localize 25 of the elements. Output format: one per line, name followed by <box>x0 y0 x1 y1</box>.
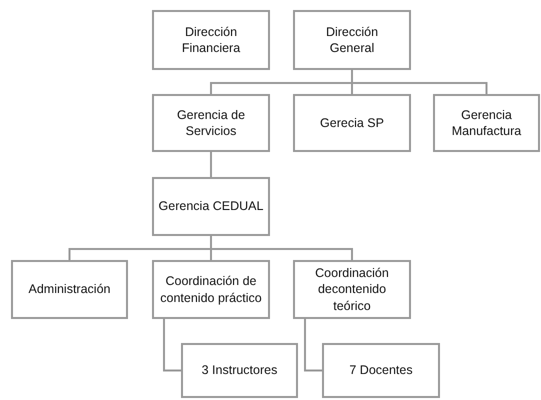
box-label: 3 Instructores <box>202 362 278 379</box>
org-box <box>322 343 440 398</box>
org-box <box>181 343 298 398</box>
org-box <box>433 94 540 152</box>
org-box <box>293 260 411 319</box>
box-label: 7 Docentes <box>349 362 413 379</box>
box-label: Coordinación de contenido práctico <box>160 273 262 306</box>
connector-line <box>163 319 181 372</box>
connector-line <box>210 152 212 177</box>
org-box <box>293 10 411 70</box>
box-label: Administración <box>28 281 110 298</box>
org-box <box>152 260 270 319</box>
box-label: Coordinación decontenido teórico <box>314 265 390 314</box>
org-box <box>152 177 270 236</box>
org-box <box>152 94 270 152</box>
box-label: Gerecia SP <box>320 114 384 132</box>
box-label: Gerencia Manufactura <box>450 106 522 140</box>
org-box <box>293 94 411 152</box>
box-label: Gerencia de Servicios <box>176 106 246 140</box>
org-box <box>152 10 270 70</box>
connector-line <box>304 319 322 372</box>
box-label: Dirección General <box>324 24 380 56</box>
org-box <box>11 260 128 319</box>
box-label: Dirección Financiera <box>180 24 242 56</box>
box-label: Gerencia CEDUAL <box>158 198 264 215</box>
